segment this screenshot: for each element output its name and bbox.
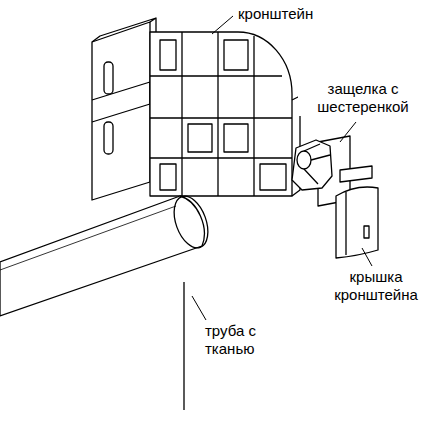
bracket-cap-edge xyxy=(345,192,346,255)
part-label: крышка кронштейна xyxy=(318,268,434,304)
latch-gear-teeth xyxy=(304,144,330,184)
bracket-ribs xyxy=(150,32,300,196)
bracket-slot xyxy=(104,122,113,154)
latch-tab xyxy=(340,166,372,182)
tube-highlight xyxy=(0,206,176,270)
bracket-plate-edge xyxy=(92,18,156,182)
part-label: защелка с шестеренкой xyxy=(298,80,428,116)
bracket-slot xyxy=(104,62,113,94)
part-label: кронштейн xyxy=(236,5,315,23)
part-label: труба с тканью xyxy=(203,322,285,358)
bracket-body xyxy=(150,32,292,196)
bracket-strip xyxy=(92,82,150,122)
fabric xyxy=(183,282,184,410)
bracket-cap xyxy=(336,187,378,258)
latch-gear xyxy=(292,140,332,190)
latch-gear-hole xyxy=(297,151,311,169)
bracket-cap-slot xyxy=(364,226,369,238)
bracket-plate xyxy=(92,22,150,200)
tube-end xyxy=(168,191,215,252)
